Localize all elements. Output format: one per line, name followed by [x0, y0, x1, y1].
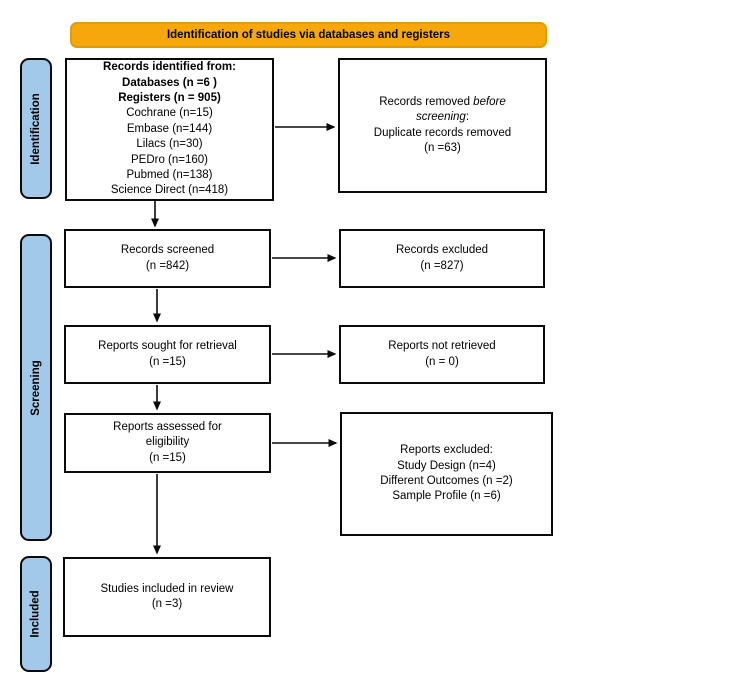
box-line: Records excluded [395, 244, 489, 257]
box-text: Records removed before screening: Duplic… [359, 95, 527, 157]
box-line: (n =827) [420, 259, 464, 272]
banner-identification-via-databases: Identification of studies via databases … [70, 22, 547, 48]
box-line: Embase (n=144) [126, 122, 213, 135]
stage-label-identification: Identification [30, 92, 42, 165]
box-records-removed: Records removed before screening: Duplic… [338, 58, 547, 193]
box-line: Studies included in review [100, 582, 234, 595]
box-line: Study Design (n=4) [397, 459, 496, 472]
box-studies-included: Studies included in review (n =3) [63, 557, 271, 637]
box-line: (n =842) [145, 259, 190, 272]
box-line: : [465, 111, 470, 124]
box-records-excluded: Records excluded (n =827) [339, 229, 545, 288]
box-line: Duplicate records removed [373, 126, 512, 139]
box-line: Science Direct (n=418) [110, 184, 229, 197]
box-line: Databases (n =6 ) [122, 76, 217, 89]
box-line: Registers (n = 905) [118, 91, 221, 104]
box-line: (n =15) [149, 451, 186, 464]
box-line: (n =3) [151, 598, 183, 610]
box-records-identified: Records identified from: Databases (n =6… [65, 58, 274, 201]
box-line: (n =15) [149, 355, 186, 368]
box-line: Records screened [120, 244, 215, 257]
box-line: PEDro (n=160) [130, 153, 209, 166]
box-reports-excluded: Reports excluded: Study Design (n=4) Dif… [340, 412, 553, 536]
box-line: Records identified from: [103, 61, 236, 74]
box-line: Pubmed (n=138) [126, 169, 213, 182]
box-line: Different Outcomes (n =2) [380, 475, 513, 487]
box-line: Lilacs (n=30) [136, 138, 203, 151]
stage-bar-identification: Identification [20, 58, 52, 199]
stage-label-included: Included [30, 590, 42, 638]
stage-label-screening: Screening [30, 359, 43, 416]
box-line: (n = 0) [425, 355, 459, 368]
box-line: (n =63) [424, 141, 461, 154]
box-line: Reports excluded: [400, 444, 493, 457]
stage-bar-screening: Screening [20, 234, 52, 541]
box-line: Reports not retrieved [388, 340, 496, 353]
box-line: Cochrane (n=15) [126, 107, 213, 120]
box-line: Reports assessed for [113, 420, 222, 433]
box-line: Records removed [379, 95, 474, 108]
banner-title: Identification of studies via databases … [166, 29, 451, 41]
box-reports-not-retrieved: Reports not retrieved (n = 0) [339, 325, 545, 384]
box-line: Reports sought for retrieval [98, 340, 237, 353]
box-records-screened: Records screened (n =842) [64, 229, 271, 288]
box-line: eligibility [145, 436, 190, 449]
box-line-italic: before screening [415, 95, 506, 124]
stage-bar-included: Included [20, 556, 52, 672]
box-reports-assessed: Reports assessed for eligibility (n =15) [64, 413, 271, 473]
box-line: Sample Profile (n =6) [392, 490, 501, 503]
box-reports-sought: Reports sought for retrieval (n =15) [64, 325, 271, 384]
